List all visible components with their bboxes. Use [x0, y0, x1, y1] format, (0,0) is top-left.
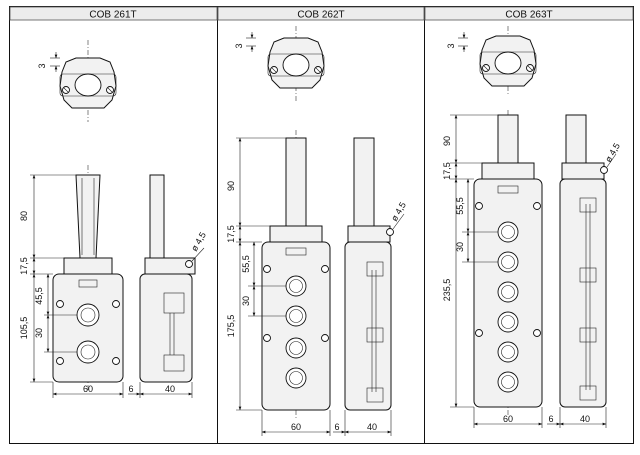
dim-hole-2: ø 4,5: [389, 200, 408, 223]
dim-pitch-3: 30: [455, 242, 465, 252]
dims-vertical-2: 90 17,5 175,5 55,5 30: [226, 137, 286, 411]
dims-horizontal-3: 60 6 40: [473, 407, 607, 428]
dim-depth-2: 40: [367, 422, 377, 432]
dim-to-first-button-1: 45,5: [34, 287, 44, 305]
header-cell-2: [217, 6, 425, 21]
dim-gap-2: 6: [334, 422, 339, 432]
side-view-1: ø 4,5: [139, 174, 208, 383]
front-view-3: [473, 110, 543, 416]
front-view-2: [261, 130, 331, 420]
dim-cable-length-1: 80: [19, 211, 29, 221]
dim-depth-3: 40: [580, 414, 590, 424]
dim-to-first-button-2: 55,5: [241, 255, 251, 273]
model-title-1: COB 261T: [89, 10, 136, 21]
dim-mount-offset-1: 3: [37, 63, 47, 68]
dim-cable-length-2: 90: [226, 181, 236, 191]
dim-pitch-2: 30: [241, 296, 251, 306]
side-view-2: ø 4,5: [344, 137, 408, 411]
dim-hole-3: ø 4,5: [603, 141, 622, 164]
front-view-1: [52, 165, 124, 392]
cob-263t-drawing: 3: [442, 26, 622, 428]
dim-mount-offset-3: 3: [446, 43, 456, 48]
model-title-2: COB 262T: [297, 10, 344, 21]
dim-to-first-button-3: 55,5: [455, 197, 465, 215]
dim-gap-1: 6: [128, 384, 133, 394]
dim-body-length-1: 105,5: [19, 317, 29, 340]
header-cell-1: [9, 6, 218, 21]
dim-body-length-2: 175,5: [226, 315, 236, 338]
model-title-3: COB 263T: [505, 10, 552, 21]
top-view-2: 3: [234, 26, 325, 102]
dims-vertical-1: 80 17,5 105,5 45,5 30: [19, 174, 77, 383]
top-view-3: 3: [446, 26, 537, 96]
dim-gap-3: 6: [548, 414, 553, 424]
cob-261t-drawing: 3: [19, 40, 208, 398]
header-cell-3: [424, 6, 634, 21]
dims-horizontal-2: 60 6 40: [261, 410, 392, 436]
dim-width-1: 60: [83, 384, 93, 394]
cob-262t-drawing: 3: [226, 26, 408, 436]
dim-mount-offset-2: 3: [234, 43, 244, 48]
dim-cable-length-3: 90: [442, 136, 452, 146]
dims-vertical-3: 90 17,5 235,5 55,5 30: [442, 114, 498, 408]
dim-top-cap-2: 17,5: [226, 225, 236, 243]
side-view-3: ø 4,5: [559, 114, 622, 408]
dims-horizontal-1: 60 6 40: [52, 382, 193, 398]
dim-width-3: 60: [503, 414, 513, 424]
dim-hole-1: ø 4,5: [189, 230, 208, 253]
dim-width-2: 60: [291, 422, 301, 432]
dim-depth-1: 40: [165, 384, 175, 394]
dim-pitch-1: 30: [34, 328, 44, 338]
dim-top-cap-1: 17,5: [19, 257, 29, 275]
dim-top-cap-3: 17,5: [442, 162, 452, 180]
sheet-frame: [9, 6, 634, 444]
top-view-1: 3: [37, 40, 117, 122]
dim-body-length-3: 235,5: [442, 279, 452, 302]
